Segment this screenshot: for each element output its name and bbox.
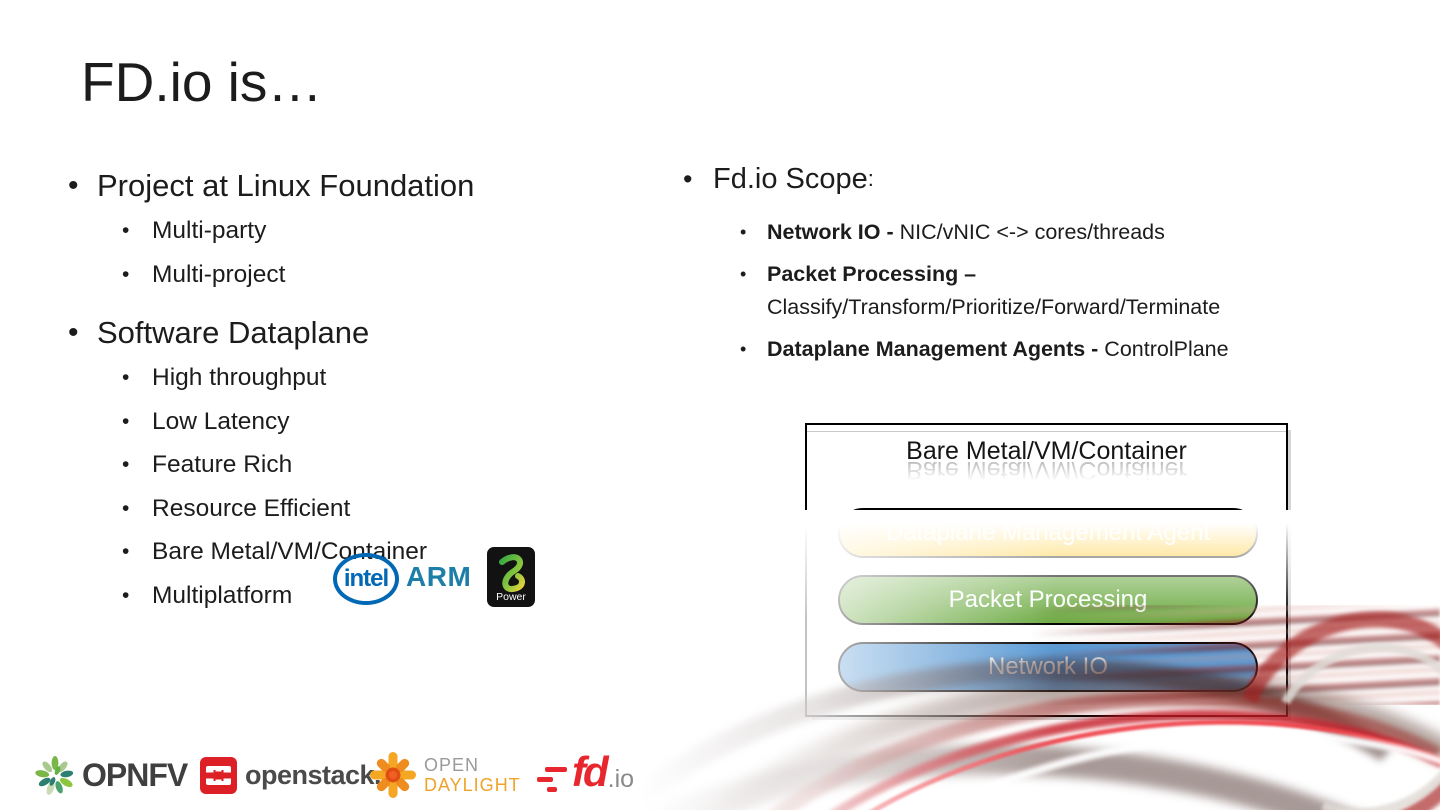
list-item: • Resource Efficient: [68, 487, 668, 531]
power-logo-graphic: Power: [487, 547, 535, 607]
opendaylight-logo-text: OPEN DAYLIGHT: [424, 755, 521, 795]
list-item: • Multiplatform: [68, 574, 668, 618]
bullet-icon: •: [68, 169, 79, 202]
bullet-icon: •: [68, 316, 79, 349]
list-item-label: Project at Linux Foundation: [97, 168, 475, 203]
stack-diagram: Bare Metal/VM/Container Bare Metal/VM/Co…: [805, 423, 1288, 717]
list-item-label: Resource Efficient: [152, 494, 351, 522]
openstack-logo-icon: [200, 757, 237, 794]
list-item: • Multi-party: [68, 209, 668, 253]
scope-item-lead: Dataplane Management Agents -: [767, 337, 1105, 361]
list-item: • Low Latency: [68, 400, 668, 444]
scope-heading-colon: :: [867, 166, 874, 191]
power-logo-icon: Power: [487, 547, 535, 612]
opnfv-logo-text: OPNFV: [82, 756, 188, 793]
scope-item: • Packet Processing – Classify/Transform…: [683, 258, 1383, 324]
bullet-icon: •: [740, 339, 747, 359]
scope-heading: • Fd.io Scope:: [683, 160, 1383, 200]
bullet-icon: •: [122, 583, 130, 607]
footer-logos: OPNFV openstack.: [0, 740, 700, 810]
opendaylight-line2: DAYLIGHT: [424, 775, 521, 795]
scope-section: • Fd.io Scope: • Network IO - NIC/vNIC <-…: [683, 160, 1383, 375]
fdio-logo: fd .io: [537, 748, 634, 796]
scope-item-text: Network IO - NIC/vNIC <-> cores/threads: [767, 216, 1383, 249]
list-item-label: Multi-project: [152, 260, 286, 288]
scope-item-rest: NIC/vNIC <-> cores/threads: [899, 220, 1165, 244]
intel-logo-text: intel: [343, 565, 389, 592]
list-item: • High throughput: [68, 356, 668, 400]
list-item-label: Software Dataplane: [97, 315, 370, 350]
list-item-label: Feature Rich: [152, 451, 293, 478]
platform-logos: intel ARM Power: [330, 545, 540, 609]
bullet-icon: •: [122, 409, 130, 433]
list-item: • Feature Rich: [68, 443, 668, 487]
list-item: • Software Dataplane: [68, 310, 668, 356]
openstack-logo: openstack.: [200, 757, 382, 794]
scope-item-text: Packet Processing – Classify/Transform/P…: [767, 258, 1383, 324]
scope-item: • Network IO - NIC/vNIC <-> cores/thread…: [683, 216, 1383, 249]
layer-dataplane-management-agent: Dataplane Management Agent: [838, 508, 1258, 558]
opnfv-logo: OPNFV: [35, 752, 188, 798]
bullet-icon: •: [122, 262, 130, 286]
bullet-icon: •: [683, 164, 693, 194]
scope-item-lead: Packet Processing –: [767, 262, 977, 286]
intel-logo-icon: intel: [333, 553, 399, 605]
opendaylight-logo-icon: [370, 752, 416, 798]
layer-network-io: Network IO: [838, 642, 1258, 692]
bullet-icon: •: [122, 540, 130, 563]
fdio-speed-dashes-icon: [537, 766, 567, 792]
opendaylight-line1: OPEN: [424, 755, 480, 775]
diagram-title: Bare Metal/VM/Container: [906, 437, 1187, 465]
bullet-icon: •: [122, 366, 130, 389]
bullet-icon: •: [740, 222, 747, 242]
slide-title: FD.io is…: [81, 51, 323, 113]
scope-item: • Dataplane Management Agents - ControlP…: [683, 333, 1383, 366]
svg-text:Power: Power: [496, 591, 526, 603]
list-item-label: Low Latency: [152, 407, 290, 435]
scope-item-rest: Classify/Transform/Prioritize/Forward/Te…: [767, 295, 1221, 319]
layer-packet-processing: Packet Processing: [838, 575, 1258, 625]
bullet-icon: •: [122, 453, 130, 476]
opendaylight-logo: OPEN DAYLIGHT: [368, 750, 521, 800]
diagram-title-reflection: Bare Metal/VM/Container: [906, 462, 1187, 484]
list-item-label: High throughput: [152, 364, 327, 391]
bullet-icon: •: [122, 496, 130, 520]
opnfv-logo-icon: [35, 756, 74, 795]
list-item: • Multi-project: [68, 253, 668, 297]
bullet-icon: •: [740, 264, 747, 284]
scope-item-rest: ControlPlane: [1104, 337, 1229, 361]
scope-item-lead: Network IO -: [767, 220, 900, 244]
openstack-logo-text: openstack.: [245, 760, 382, 790]
scope-item-text: Dataplane Management Agents - ControlPla…: [767, 333, 1383, 366]
bullet-icon: •: [122, 219, 130, 242]
swirl-arc: [640, 724, 1440, 810]
list-item-label: Multiplatform: [152, 581, 293, 609]
fdio-logo-text: fd: [572, 748, 609, 795]
list-item-label: Multi-party: [152, 217, 267, 244]
scope-heading-label: Fd.io Scope: [713, 163, 868, 195]
left-bullet-list: • Project at Linux Foundation • Multi-part…: [68, 163, 668, 617]
list-item: • Project at Linux Foundation: [68, 163, 668, 209]
fdio-logo-suffix: .io: [607, 764, 635, 793]
arm-logo-icon: ARM: [406, 561, 472, 592]
